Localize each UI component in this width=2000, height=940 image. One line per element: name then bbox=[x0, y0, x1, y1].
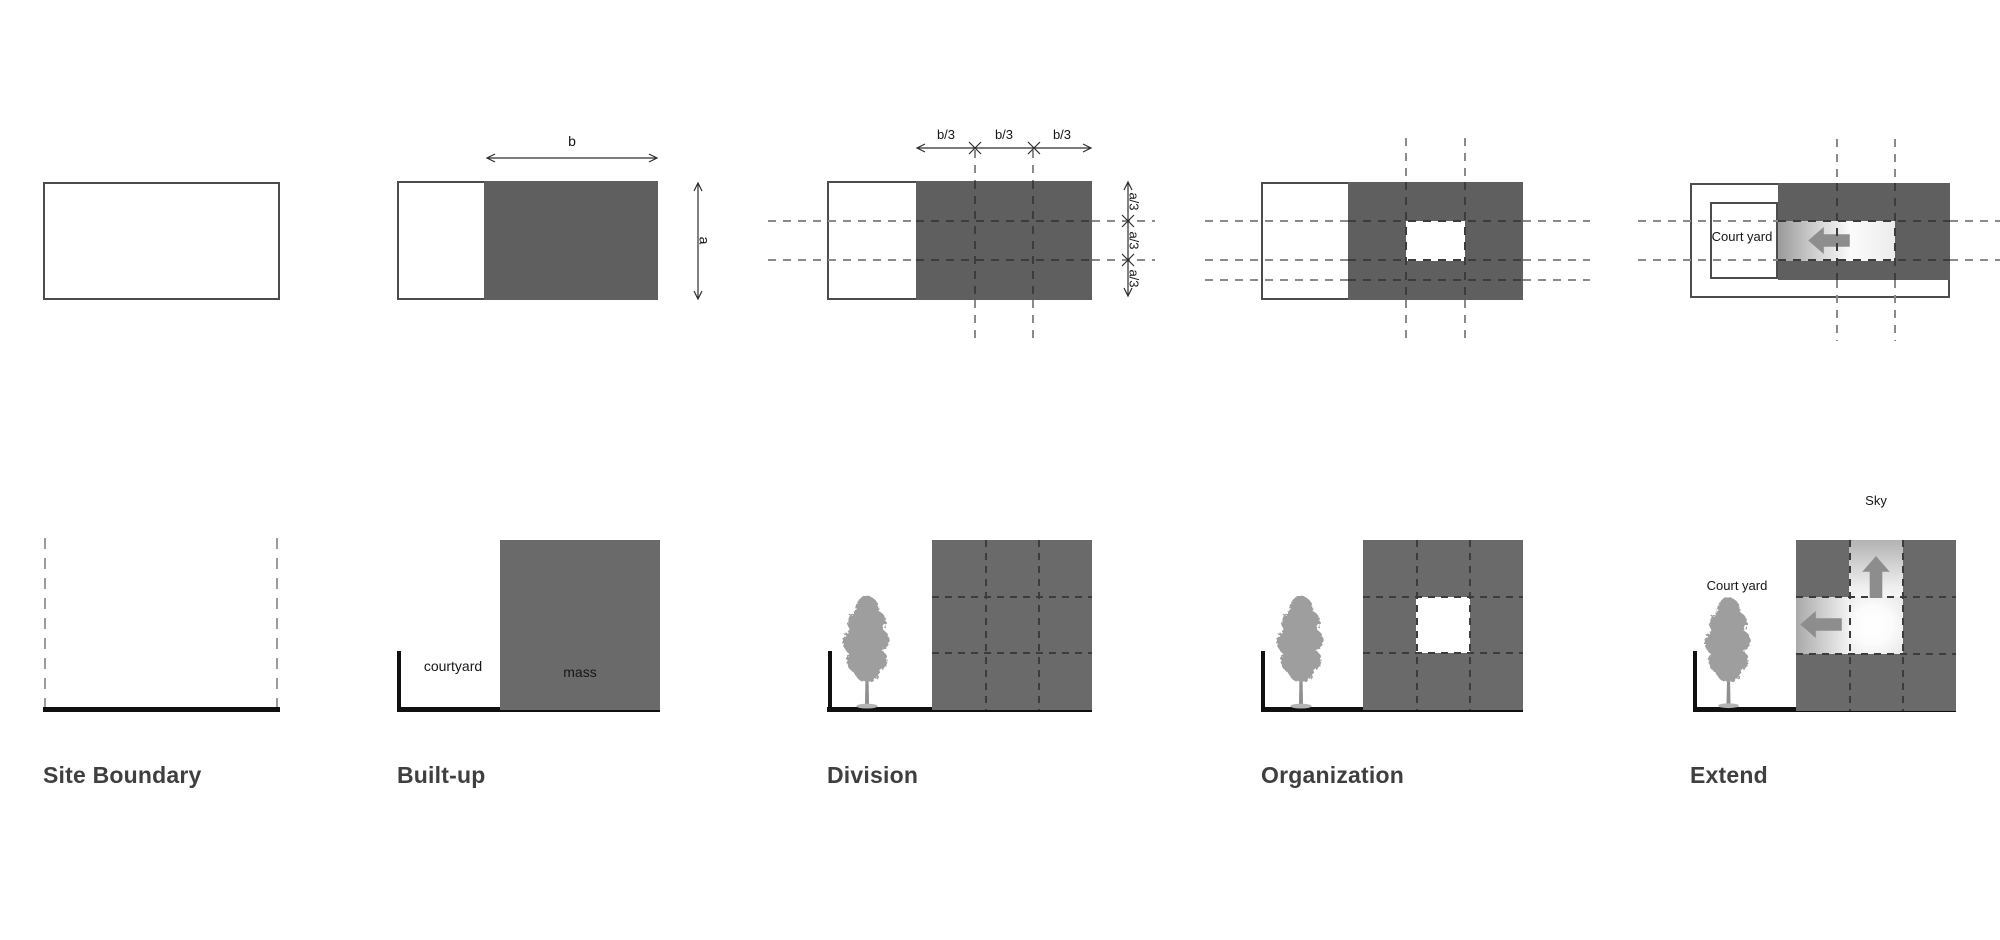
site-boundary-section-dashed-right bbox=[276, 538, 278, 707]
grid-line bbox=[1416, 540, 1418, 710]
dimension-line-a bbox=[693, 181, 703, 301]
division-section-mass bbox=[932, 540, 1092, 710]
third-line bbox=[916, 220, 1092, 222]
third-line bbox=[1032, 300, 1034, 340]
third-line bbox=[1405, 138, 1407, 182]
third-line bbox=[974, 181, 976, 300]
third-line bbox=[1638, 220, 1778, 222]
third-line bbox=[1092, 220, 1155, 222]
dim-label-a3: a/3 bbox=[1126, 192, 1142, 211]
builtup-section-mass bbox=[500, 540, 660, 710]
caption-division: Division bbox=[827, 762, 919, 788]
third-line bbox=[1032, 150, 1034, 181]
third-line bbox=[1778, 220, 1950, 222]
dim-label-b3: b/3 bbox=[936, 127, 956, 142]
caption-built-up: Built-up bbox=[397, 762, 486, 788]
grid-line bbox=[1363, 652, 1523, 654]
third-line bbox=[1950, 220, 2000, 222]
third-line bbox=[768, 259, 916, 261]
third-line bbox=[1464, 182, 1466, 300]
courtyard-label: Court yard bbox=[1706, 578, 1768, 593]
third-line bbox=[1205, 259, 1348, 261]
third-line bbox=[974, 150, 976, 181]
dim-label-b: b bbox=[568, 133, 576, 149]
division-plan-mass bbox=[916, 181, 1092, 300]
extend-arrow-up-icon bbox=[1862, 556, 1890, 598]
grid-line bbox=[1038, 540, 1040, 710]
dimension-line-b3 bbox=[915, 141, 1093, 155]
third-line bbox=[1638, 259, 1778, 261]
site-boundary-plan-rect bbox=[43, 182, 280, 300]
offset-line bbox=[1348, 279, 1523, 281]
courtyard-label: courtyard bbox=[423, 658, 483, 674]
grid-line bbox=[932, 596, 1092, 598]
extend-section-center-cell bbox=[1849, 597, 1903, 654]
mass-label: mass bbox=[563, 664, 597, 680]
wall-line bbox=[397, 651, 401, 712]
dim-label-a3: a/3 bbox=[1126, 269, 1142, 288]
dimension-line-a3 bbox=[1121, 180, 1135, 298]
third-line bbox=[1894, 183, 1896, 280]
sky-label: Sky bbox=[1865, 493, 1887, 508]
extend-arrow-left-icon bbox=[1808, 227, 1850, 254]
builtup-plan-mass bbox=[484, 181, 658, 300]
third-line bbox=[1894, 280, 1896, 341]
grid-line bbox=[932, 652, 1092, 654]
third-line bbox=[1523, 259, 1590, 261]
site-boundary-section-dashed-left bbox=[44, 538, 46, 707]
dim-label-a3: a/3 bbox=[1126, 231, 1142, 250]
extend-arrow-left-icon bbox=[1800, 611, 1842, 638]
third-line bbox=[1205, 220, 1348, 222]
third-line bbox=[1464, 138, 1466, 182]
offset-line bbox=[1523, 279, 1590, 281]
third-line bbox=[1836, 280, 1838, 341]
grid-line bbox=[985, 540, 987, 710]
dim-label-b3: b/3 bbox=[1052, 127, 1072, 142]
grid-line bbox=[1849, 540, 1851, 711]
third-line bbox=[974, 300, 976, 340]
third-line bbox=[1523, 220, 1590, 222]
third-line bbox=[1950, 259, 2000, 261]
tree-icon bbox=[1272, 593, 1330, 711]
wall-line bbox=[828, 651, 832, 712]
courtyard-label: Court yard bbox=[1711, 229, 1773, 244]
third-line bbox=[1092, 259, 1155, 261]
tree-icon bbox=[838, 593, 896, 711]
third-line bbox=[1894, 139, 1896, 183]
caption-extend: Extend bbox=[1690, 762, 1768, 788]
dim-label-a: a bbox=[696, 236, 713, 245]
grid-line bbox=[1796, 653, 1956, 655]
third-line bbox=[1405, 182, 1407, 300]
third-line bbox=[1836, 139, 1838, 183]
third-line bbox=[1778, 259, 1950, 261]
third-line bbox=[1032, 181, 1034, 300]
grid-line bbox=[1902, 540, 1904, 711]
third-line bbox=[1836, 183, 1838, 280]
wall-line bbox=[1693, 651, 1697, 712]
ground-line bbox=[43, 707, 280, 712]
third-line bbox=[1405, 300, 1407, 345]
grid-line bbox=[1363, 596, 1523, 598]
caption-site-boundary: Site Boundary bbox=[43, 762, 202, 788]
dimension-line-b bbox=[485, 153, 659, 163]
third-line bbox=[1348, 220, 1523, 222]
dim-label-b3: b/3 bbox=[994, 127, 1014, 142]
caption-organization: Organization bbox=[1261, 762, 1404, 788]
third-line bbox=[916, 259, 1092, 261]
third-line bbox=[1464, 300, 1466, 345]
extend-plan-courtyard-rect bbox=[1710, 202, 1778, 279]
third-line bbox=[1348, 259, 1523, 261]
organization-plan-courtyard-hole bbox=[1406, 221, 1465, 261]
tree-icon bbox=[1700, 594, 1757, 711]
wall-line bbox=[1261, 651, 1265, 712]
organization-section-courtyard-hole bbox=[1416, 597, 1470, 653]
third-line bbox=[768, 220, 916, 222]
offset-line bbox=[1205, 279, 1348, 281]
grid-line bbox=[1469, 540, 1471, 710]
